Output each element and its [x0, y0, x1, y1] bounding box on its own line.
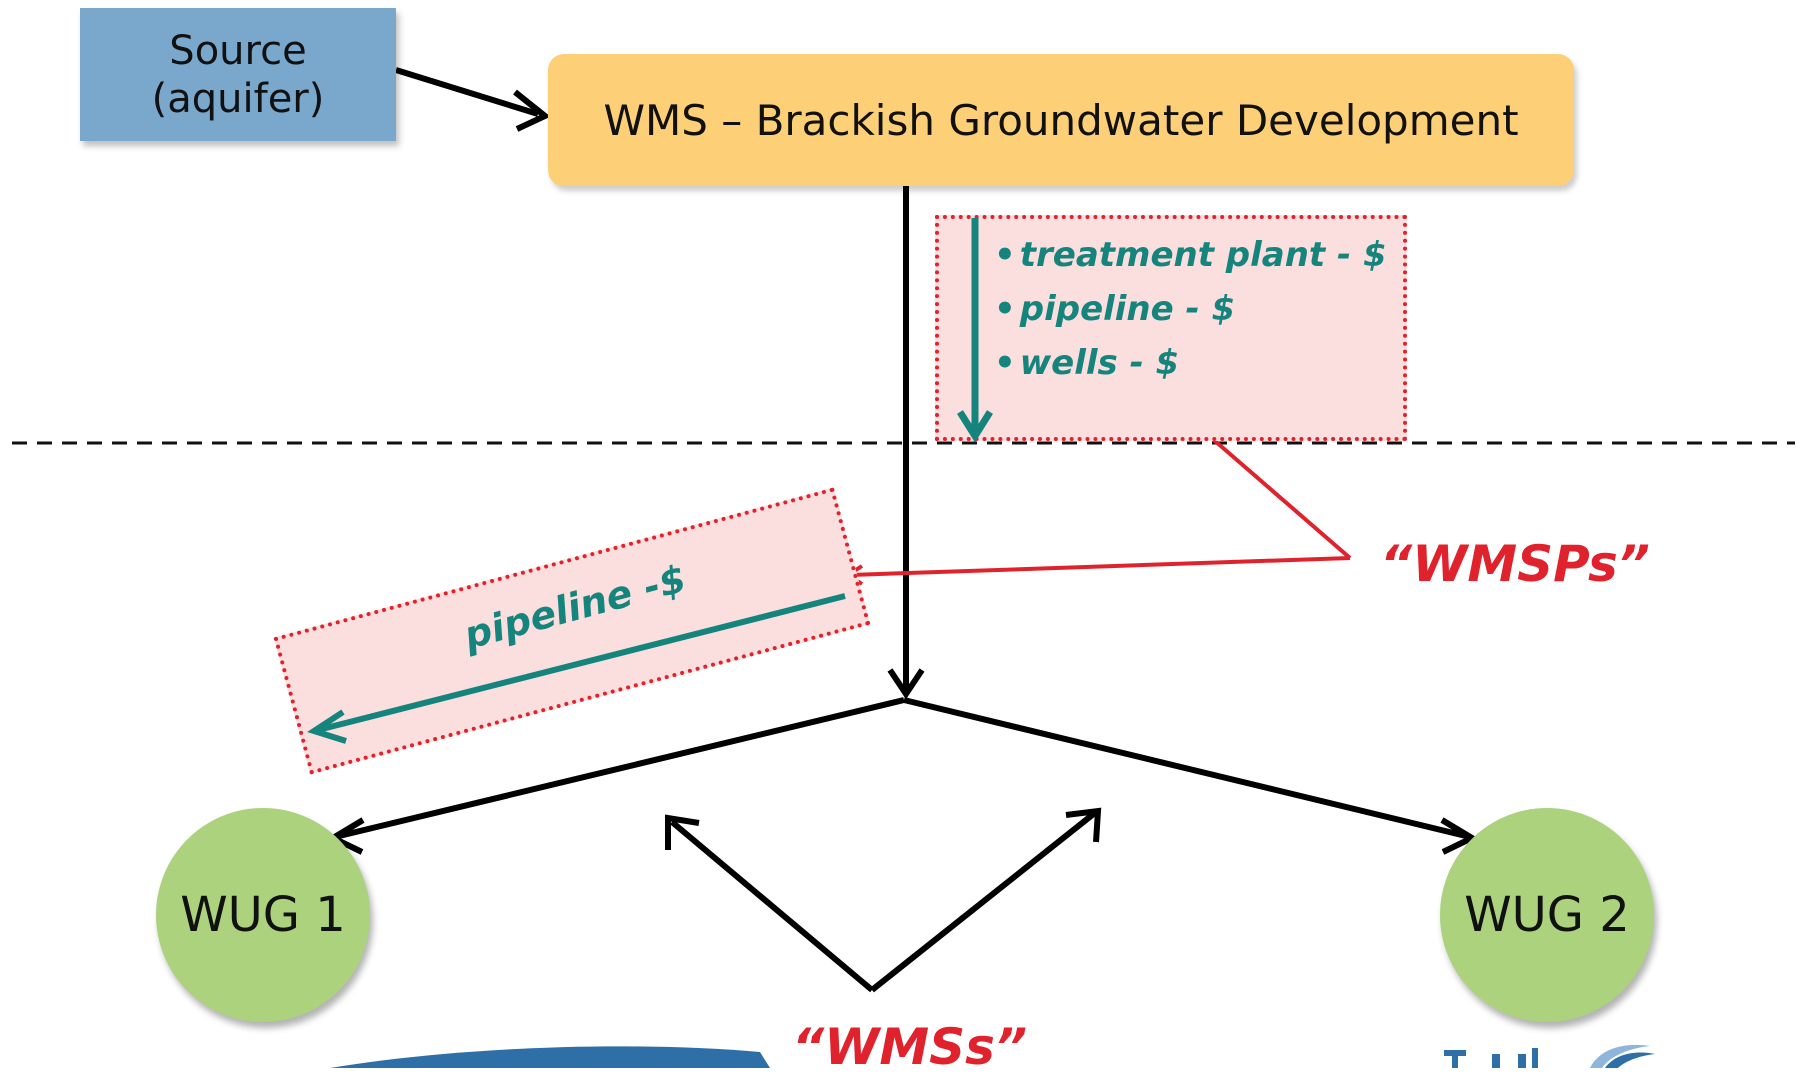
wmss-callout: “WMSs”	[792, 1018, 1028, 1076]
wug-1-node: WUG 1	[156, 808, 370, 1022]
cost-item-pipeline: pipeline - $	[994, 282, 1387, 336]
project-cost-list: treatment plant - $ pipeline - $ wells -…	[994, 228, 1387, 390]
cost-item-wells: wells - $	[994, 336, 1387, 390]
texas-water-logo-icon	[1444, 1044, 1655, 1068]
wms-to-junction-arrow	[887, 180, 925, 700]
source-to-wms-arrow	[395, 67, 551, 132]
wms-box: WMS – Brackish Groundwater Development	[548, 54, 1574, 186]
wug-2-node: WUG 2	[1440, 808, 1654, 1022]
cost-item-treatment-plant: treatment plant - $	[994, 228, 1387, 282]
wmss-pointer-arrows	[665, 807, 1102, 993]
pipeline-arrow	[307, 593, 846, 744]
costs-down-arrow	[957, 218, 993, 443]
source-aquifer-box: Source (aquifer)	[80, 8, 396, 141]
wmsps-callout: “WMSPs”	[1380, 535, 1650, 593]
